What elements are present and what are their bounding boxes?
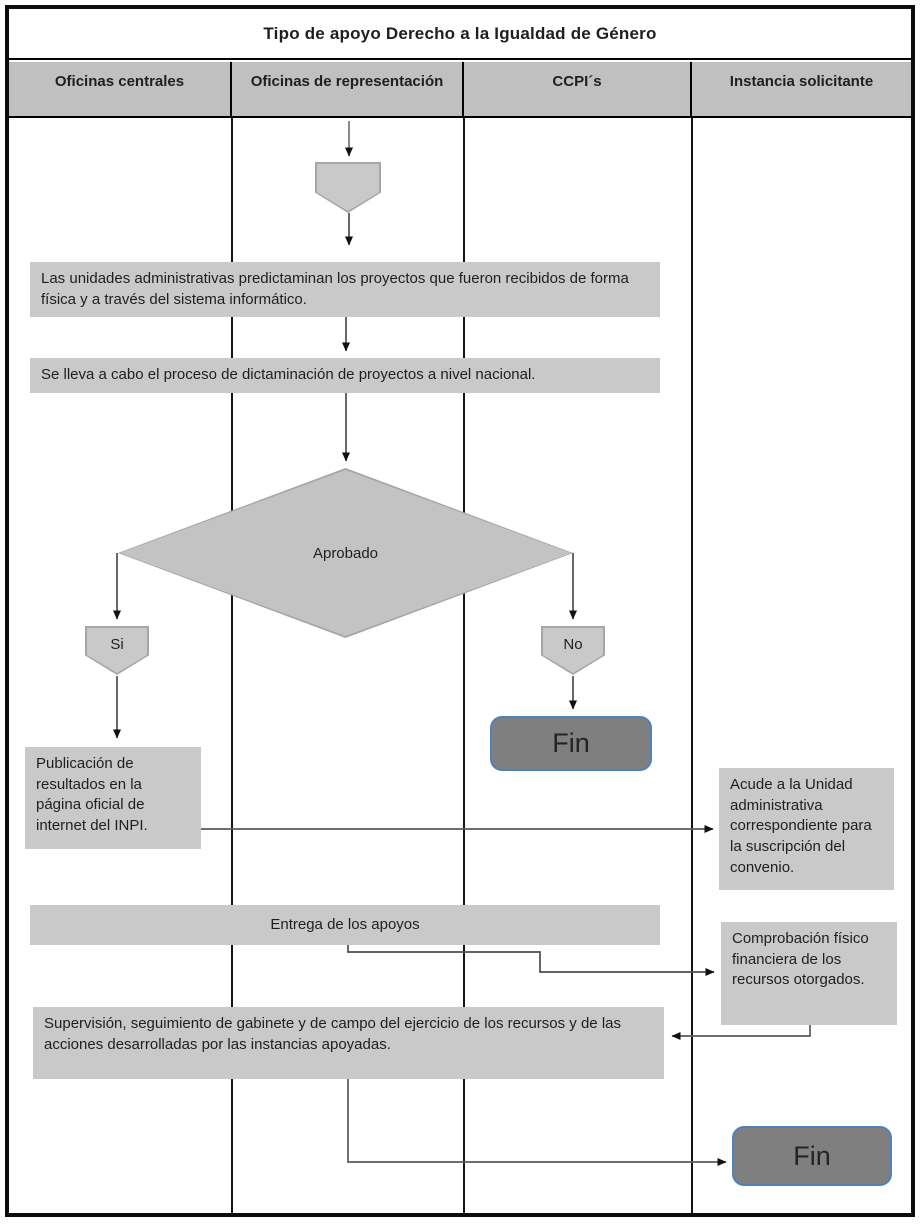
page-title: Tipo de apoyo Derecho a la Igualdad de G… xyxy=(263,23,657,43)
lane-divider-1 xyxy=(231,118,233,1213)
process-predictamen: Las unidades administrativas predictamin… xyxy=(30,262,660,317)
lane-divider-3 xyxy=(691,118,693,1213)
process-dictaminacion: Se lleva a cabo el proceso de dictaminac… xyxy=(30,358,660,393)
process-entrega-apoyos: Entrega de los apoyos xyxy=(30,905,660,945)
branch-no-label: No xyxy=(563,635,583,653)
title-band: Tipo de apoyo Derecho a la Igualdad de G… xyxy=(9,9,911,60)
process-supervision: Supervisión, seguimiento de gabinete y d… xyxy=(33,1007,664,1079)
lane-header-row: Oficinas centrales Oficinas de represent… xyxy=(9,62,911,118)
decision-aprobado-label: Aprobado xyxy=(312,544,379,562)
terminator-fin-final: Fin xyxy=(732,1126,892,1186)
lane-header-instancia-solicitante: Instancia solicitante xyxy=(692,62,911,116)
lane-header-oficinas-centrales: Oficinas centrales xyxy=(9,62,232,116)
process-acude-unidad: Acude a la Unidad administrativa corresp… xyxy=(719,768,894,890)
lane-header-oficinas-representacion: Oficinas de representación xyxy=(232,62,464,116)
lane-header-ccpis: CCPI´s xyxy=(464,62,692,116)
process-publicacion: Publicación de resultados en la página o… xyxy=(25,747,201,849)
terminator-fin-no: Fin xyxy=(490,716,652,771)
lane-divider-2 xyxy=(463,118,465,1213)
branch-yes-label: Si xyxy=(110,635,124,653)
process-comprobacion: Comprobación físico financiera de los re… xyxy=(721,922,897,1025)
